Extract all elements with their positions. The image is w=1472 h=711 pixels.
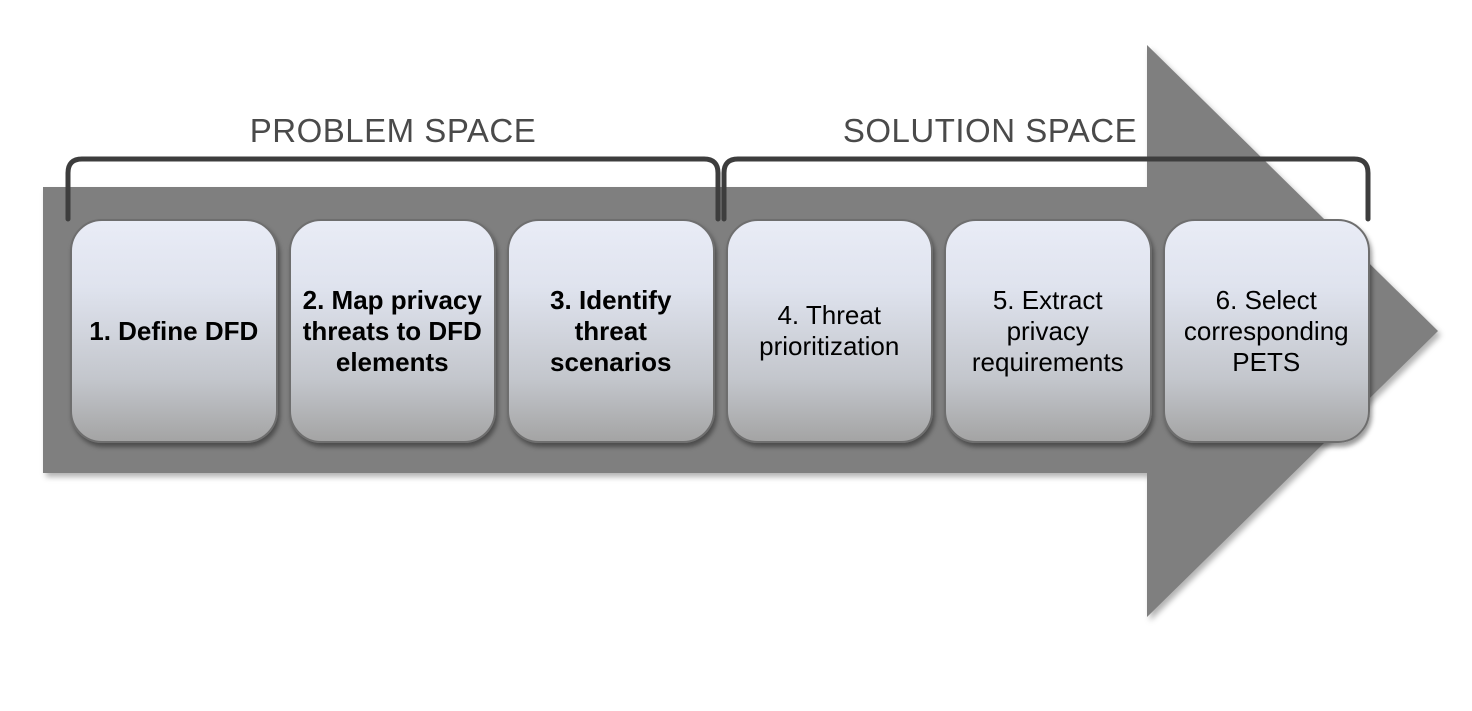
solution-space-label: SOLUTION SPACE [842,112,1138,149]
problem-space-label: PROBLEM SPACE [249,112,537,149]
step-box-extract-privacy-requirements: 5. Extract privacy requirements [944,219,1152,443]
step-box-identify-threat-scenarios: 3. Identify threat scenarios [507,219,715,443]
step-box-define-dfd: 1. Define DFD [70,219,278,443]
problem-space-bracket [65,156,721,222]
step-box-map-privacy-threats: 2. Map privacy threats to DFD elements [288,219,496,443]
solution-space-bracket [721,156,1371,222]
step-box-threat-prioritization: 4. Threat prioritization [725,219,933,443]
step-box-select-corresponding-pets: 6. Select corresponding PETS [1162,219,1370,443]
steps-row: 1. Define DFD 2. Map privacy threats to … [70,219,1370,443]
